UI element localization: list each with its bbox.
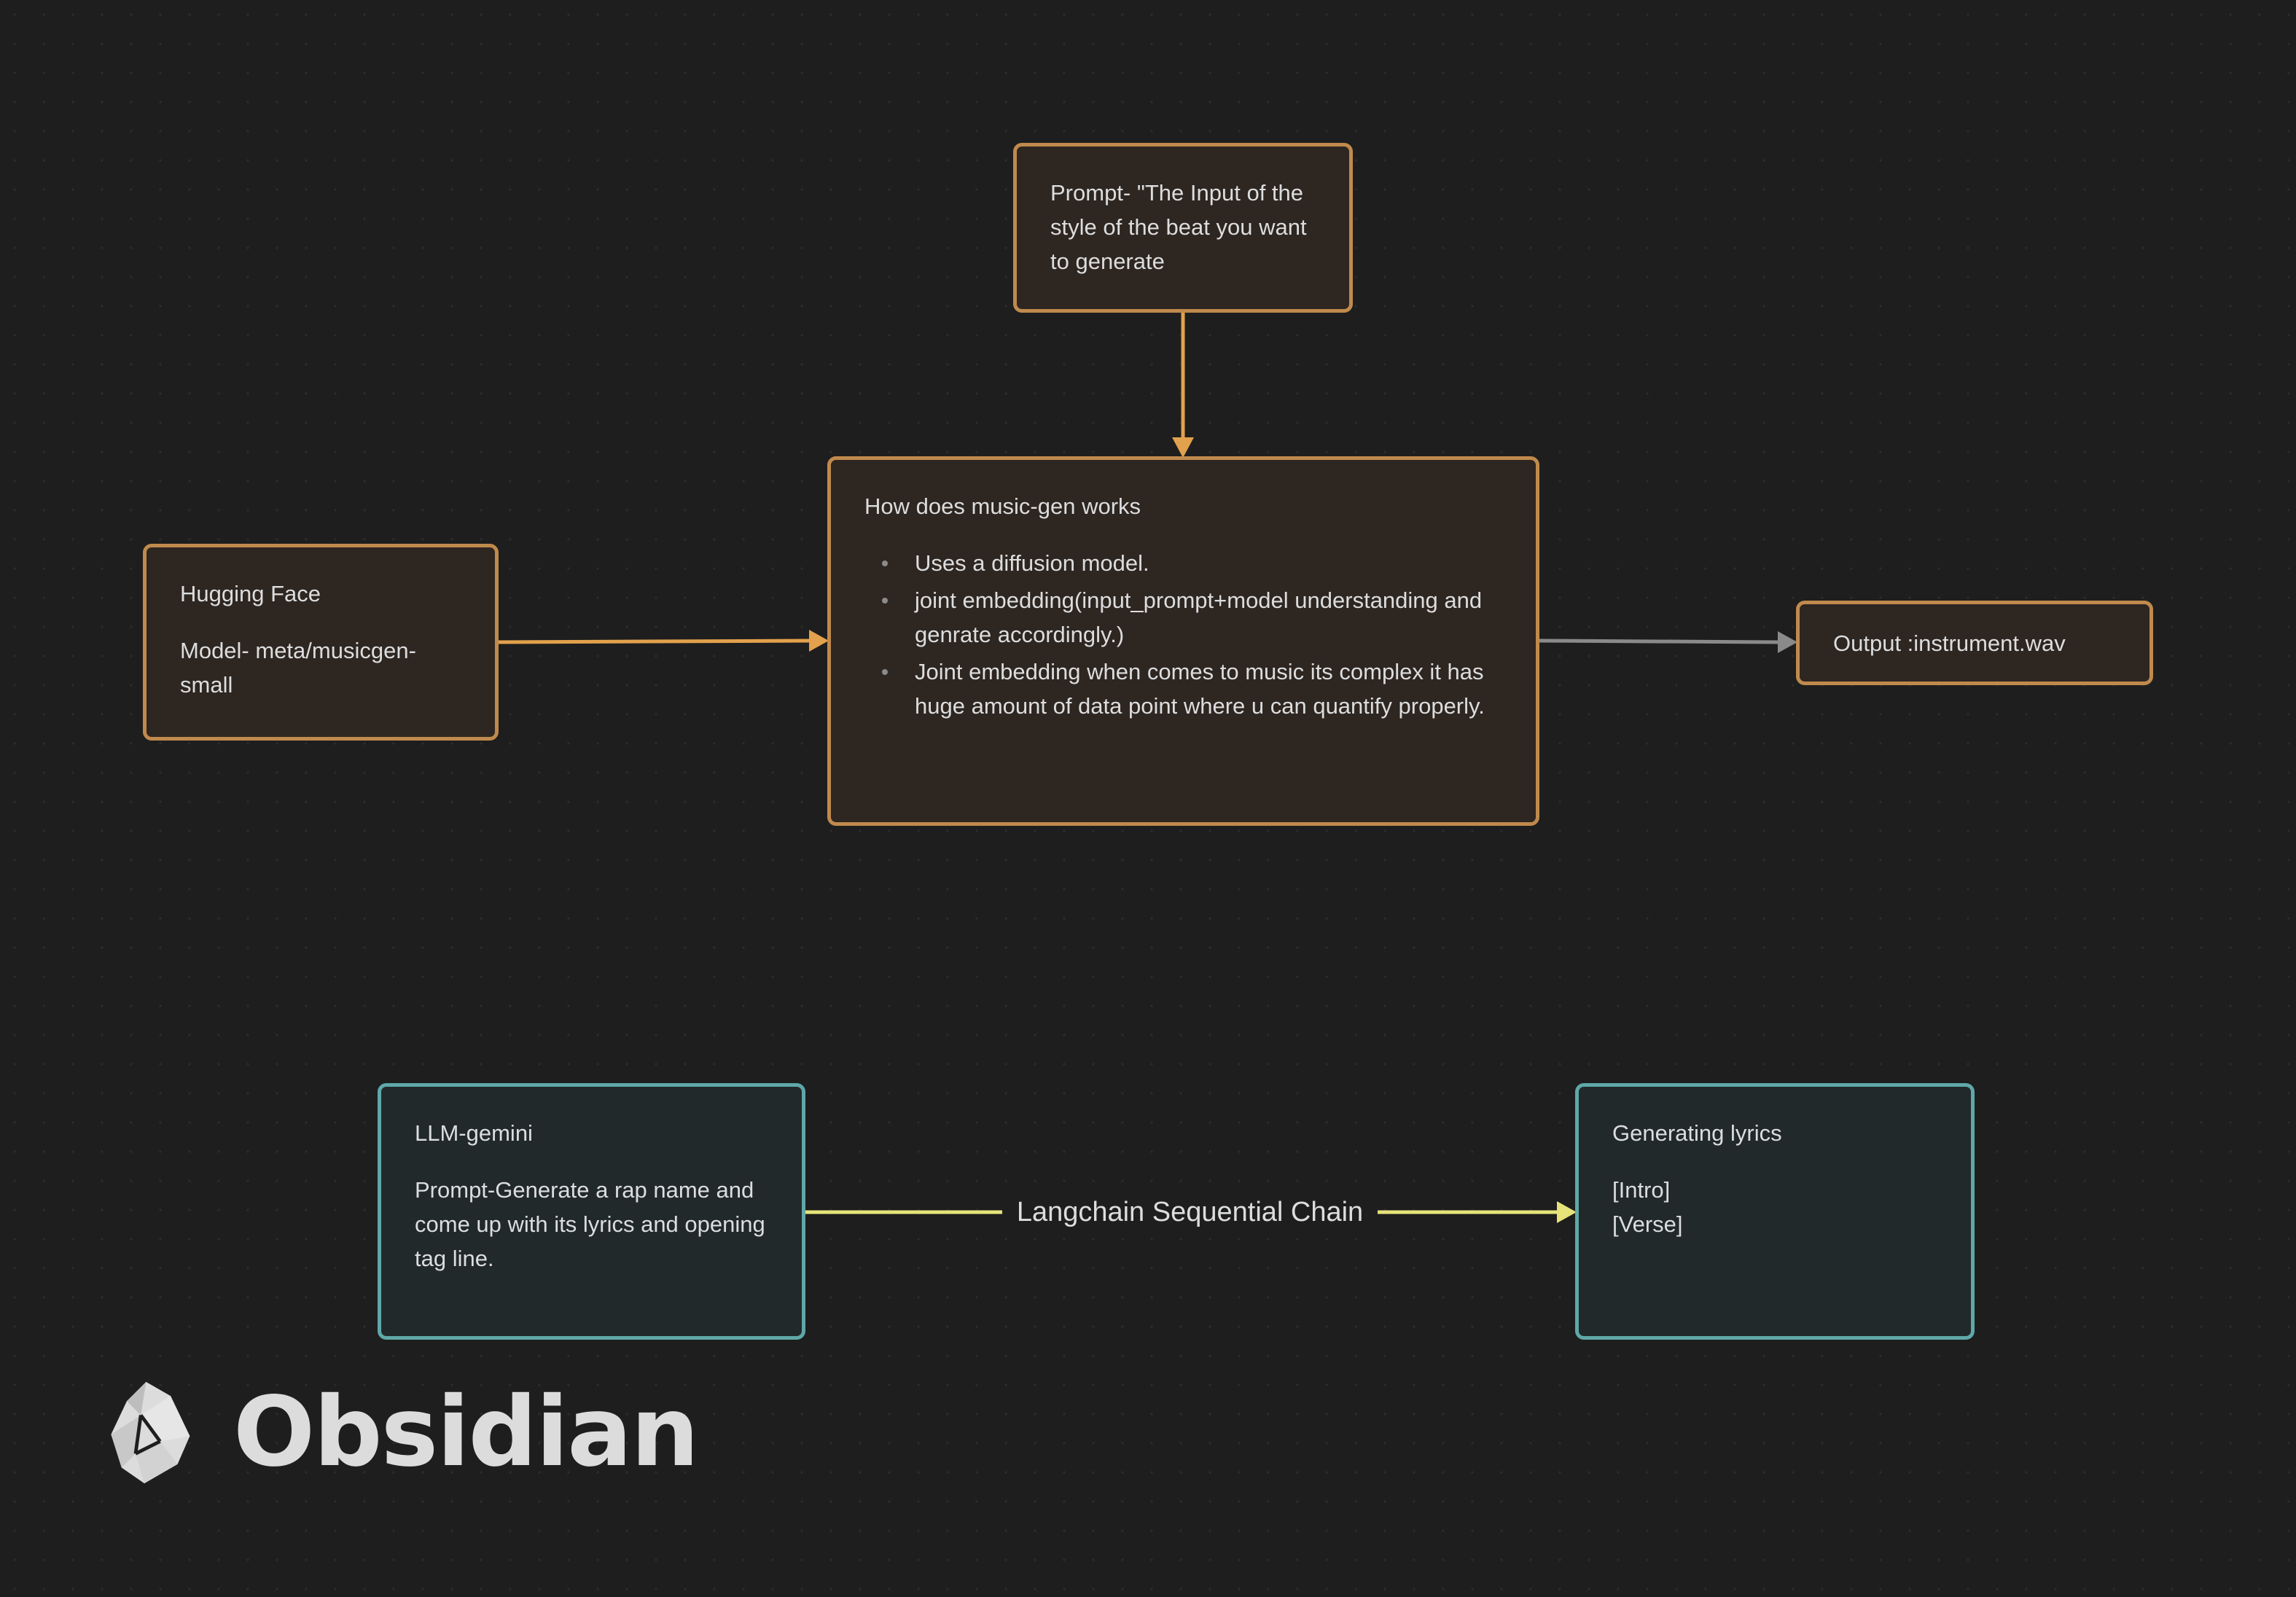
lyrics-card-title: Generating lyrics xyxy=(1612,1120,1782,1146)
prompt-card-text: Prompt- "The Input of the style of the b… xyxy=(1050,180,1307,274)
prompt-card[interactable]: Prompt- "The Input of the style of the b… xyxy=(1013,143,1353,313)
arrowhead-icon xyxy=(809,630,829,652)
bullet-icon xyxy=(882,669,888,675)
bullet-icon xyxy=(882,598,888,604)
llm-gemini-card[interactable]: LLM-gemini Prompt-Generate a rap name an… xyxy=(378,1083,805,1340)
music-gen-card[interactable]: How does music-gen works Uses a diffusio… xyxy=(827,456,1539,826)
llm-card-body: Prompt-Generate a rap name and come up w… xyxy=(415,1177,765,1271)
bullet-icon xyxy=(882,561,888,566)
arrowhead-icon xyxy=(1172,437,1194,458)
generating-lyrics-card[interactable]: Generating lyrics [Intro] [Verse] xyxy=(1575,1083,1975,1340)
list-item: joint embedding(input_prompt+model under… xyxy=(882,583,1502,652)
hugging-face-card-title: Hugging Face xyxy=(180,581,321,606)
hugging-face-card[interactable]: Hugging Face Model- meta/musicgen-small xyxy=(143,544,499,741)
arrowhead-icon xyxy=(1778,631,1797,653)
obsidian-logo-icon xyxy=(111,1381,190,1483)
list-item-text: Joint embedding when comes to music its … xyxy=(915,659,1485,719)
edge-musicgen-to-output[interactable] xyxy=(1539,631,1797,653)
arrowhead-icon xyxy=(1557,1201,1577,1223)
list-item: Uses a diffusion model. xyxy=(882,546,1502,580)
edge-huggingface-to-musicgen[interactable] xyxy=(498,630,829,652)
music-gen-card-title: How does music-gen works xyxy=(864,493,1141,519)
obsidian-brand: Obsidian xyxy=(109,1376,699,1488)
edge-label-langchain[interactable]: Langchain Sequential Chain xyxy=(1002,1192,1378,1232)
lyrics-card-intro: [Intro] xyxy=(1612,1177,1671,1203)
music-gen-bullet-list: Uses a diffusion model. joint embedding(… xyxy=(864,546,1502,723)
obsidian-wordmark: Obsidian xyxy=(233,1376,699,1488)
lyrics-card-verse: [Verse] xyxy=(1612,1211,1683,1237)
output-card[interactable]: Output :instrument.wav xyxy=(1796,601,2153,685)
hugging-face-card-body: Model- meta/musicgen-small xyxy=(180,638,416,698)
llm-card-title: LLM-gemini xyxy=(415,1120,533,1146)
output-card-text: Output :instrument.wav xyxy=(1833,630,2066,656)
list-item-text: joint embedding(input_prompt+model under… xyxy=(915,587,1483,647)
list-item-text: Uses a diffusion model. xyxy=(915,550,1149,576)
edge-prompt-to-musicgen[interactable] xyxy=(1172,313,1194,458)
list-item: Joint embedding when comes to music its … xyxy=(882,655,1502,723)
